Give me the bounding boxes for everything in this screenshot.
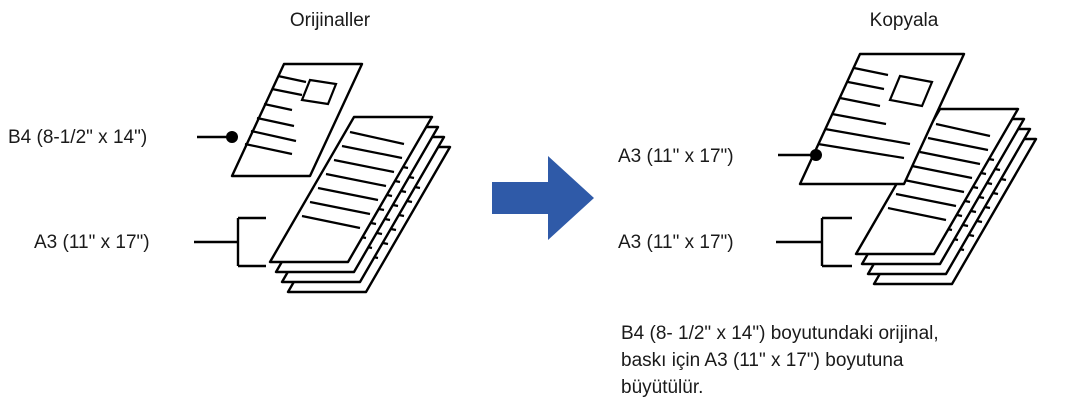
- caption-line-3: büyütülür.: [621, 377, 703, 398]
- originals-stack-bracket: [194, 216, 266, 268]
- copies-top-marker: [810, 149, 822, 161]
- caption-line-2: baskı için A3 (11" x 17") boyutuna: [621, 350, 904, 371]
- caption-line-1: B4 (8- 1/2" x 14") boyutundaki orijinal,: [621, 323, 939, 344]
- caption: B4 (8- 1/2" x 14") boyutundaki orijinal,…: [621, 323, 939, 398]
- enlarge-arrow: [492, 156, 594, 240]
- originals-heading: Orijinaller: [290, 10, 371, 31]
- copies-stack-label: A3 (11" x 17"): [618, 232, 734, 253]
- copies-top-sheet-label: A3 (11" x 17"): [618, 146, 734, 167]
- copies-stack-bracket: [776, 216, 852, 268]
- originals-stack-label: A3 (11" x 17"): [34, 232, 150, 253]
- copies-heading: Kopyala: [870, 10, 939, 31]
- originals-top-marker: [226, 131, 238, 143]
- originals-top-sheet-label: B4 (8-1/2" x 14"): [8, 127, 147, 148]
